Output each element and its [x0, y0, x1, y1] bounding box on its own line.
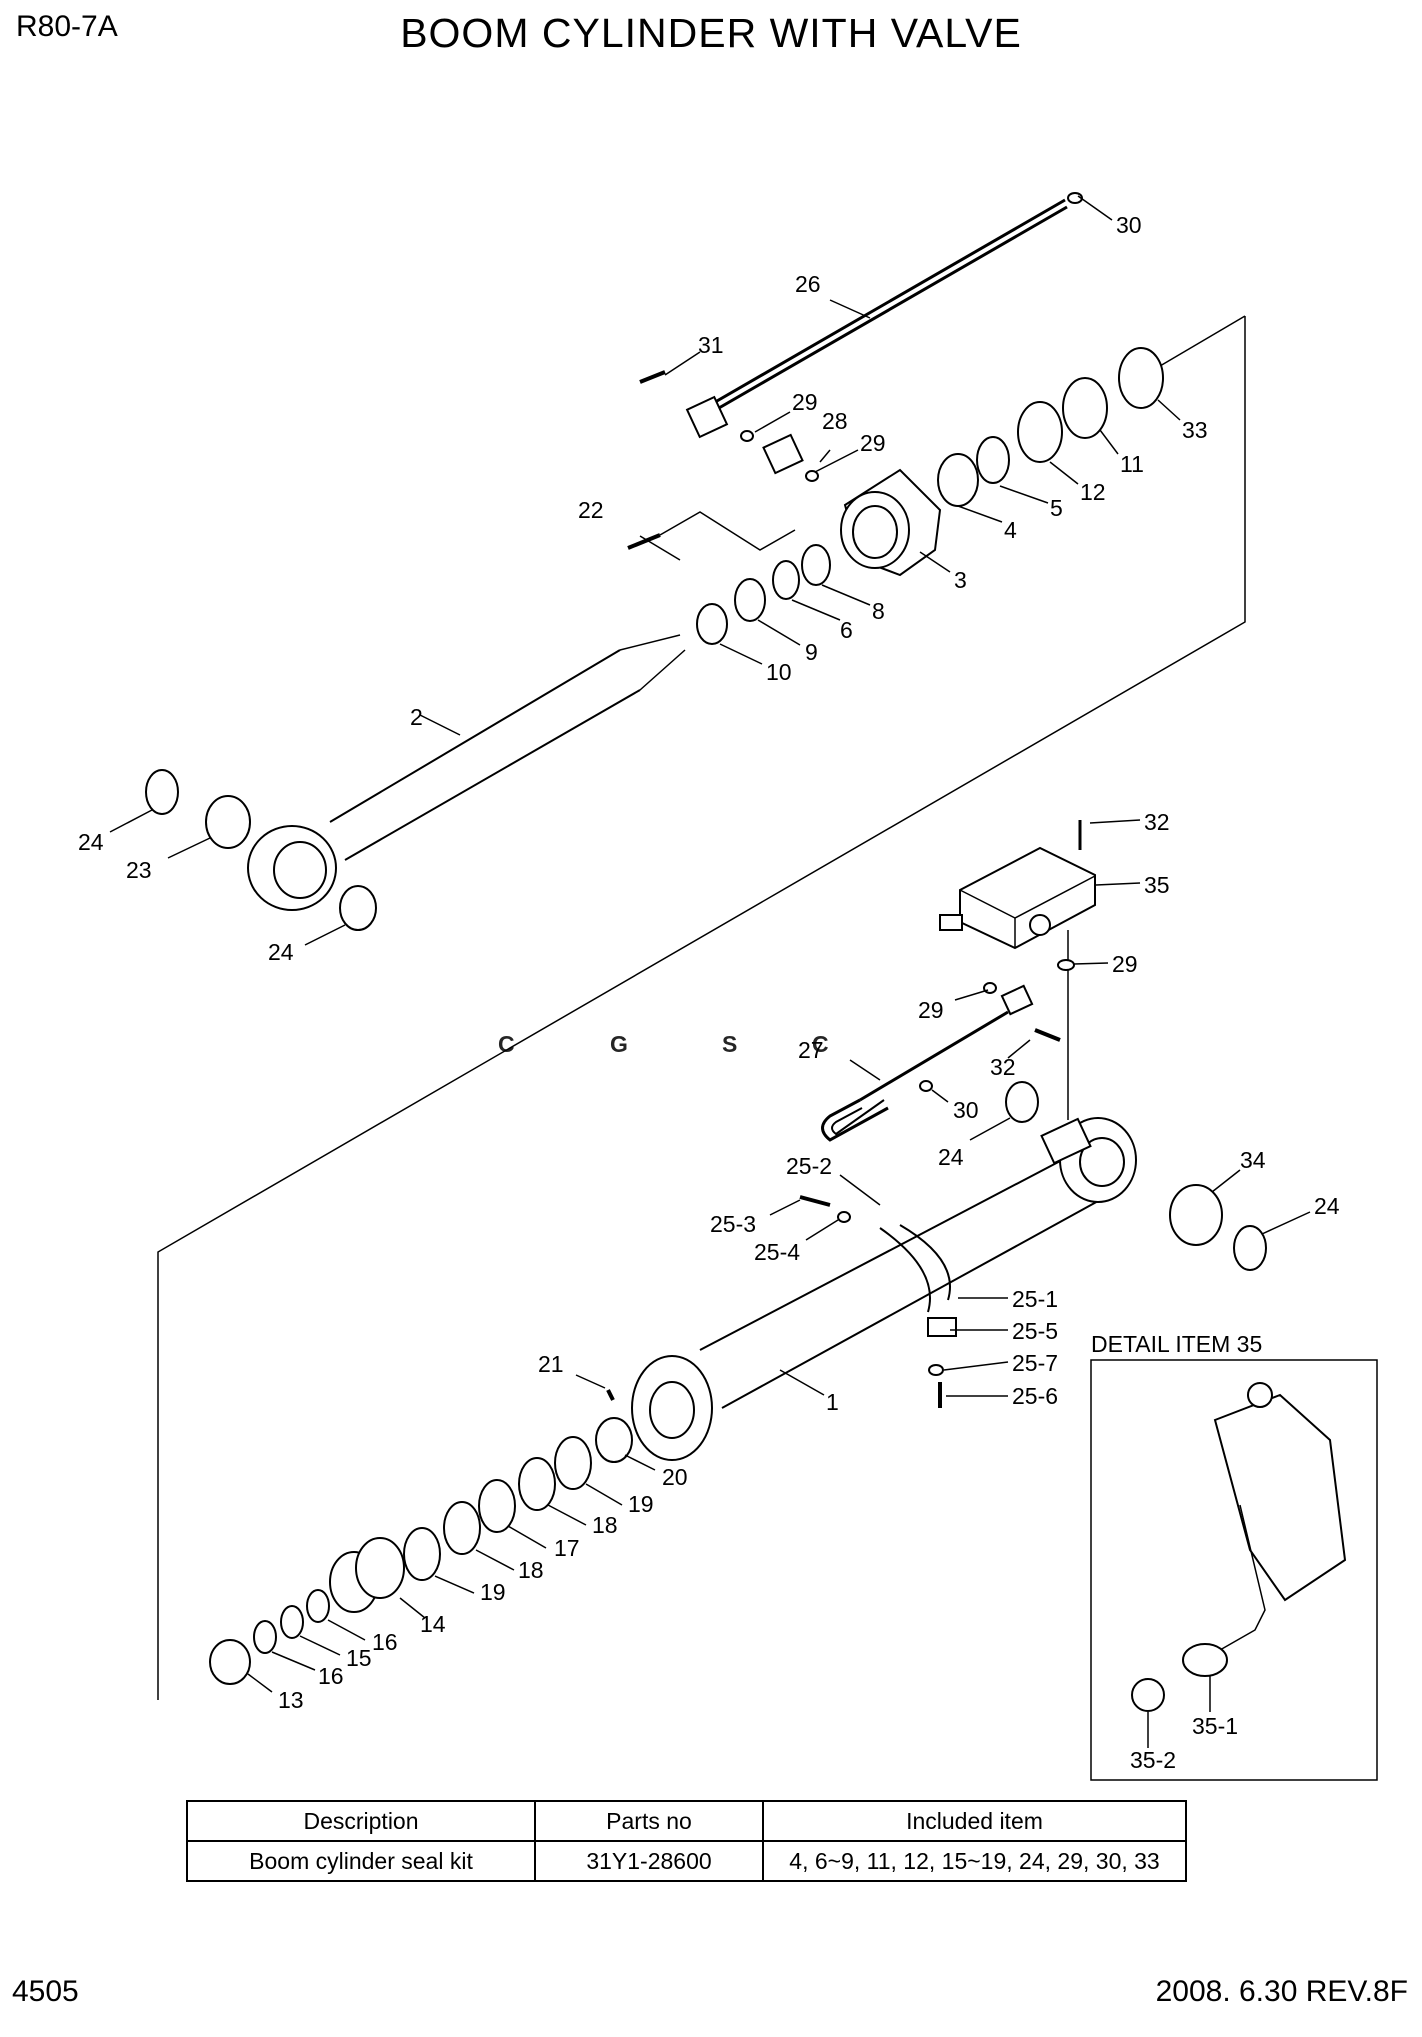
watermark-letter-3: S [722, 1031, 737, 1057]
callout-28: 28 [822, 408, 848, 434]
valve-block-part-35 [939, 820, 1096, 1120]
callout-5: 5 [1050, 495, 1063, 521]
callout-8: 8 [872, 598, 885, 624]
callout-24: 24 [938, 1144, 964, 1170]
callout-19: 19 [480, 1579, 506, 1605]
detail-title: DETAIL ITEM 35 [1091, 1331, 1262, 1357]
callout-19: 19 [628, 1491, 654, 1517]
small-fittings-upper [627, 370, 819, 551]
callout-16: 16 [372, 1629, 398, 1655]
callout-18: 18 [518, 1557, 544, 1583]
callout-33: 33 [1182, 417, 1208, 443]
callout-31: 31 [698, 332, 724, 358]
callout-10: 10 [766, 659, 792, 685]
cell-description: Boom cylinder seal kit [186, 1840, 536, 1882]
seal-kit-table: Description Parts no Included item Boom … [186, 1800, 1187, 1882]
callout-13: 13 [278, 1687, 304, 1713]
band-clamp-part-25 [799, 1195, 957, 1408]
callout-24: 24 [268, 939, 294, 965]
table-row: Boom cylinder seal kit 31Y1-28600 4, 6~9… [186, 1840, 1187, 1882]
table-header-row: Description Parts no Included item [186, 1800, 1187, 1842]
pipe-part-26 [709, 192, 1083, 414]
detail-item-35-box [1090, 1359, 1378, 1781]
callout-24: 24 [1314, 1193, 1340, 1219]
callout-25-7: 25-7 [1012, 1350, 1058, 1376]
callout-35-2: 35-2 [1130, 1747, 1176, 1773]
watermark-letter-4: C [812, 1031, 829, 1057]
callout-12: 12 [1080, 479, 1106, 505]
assembly-boundary [157, 316, 1246, 1700]
callout-26: 26 [795, 271, 821, 297]
cylinder-head-part-3 [840, 468, 942, 577]
callout-29: 29 [918, 997, 944, 1023]
callout-27: 27 [798, 1037, 824, 1063]
callout-21: 21 [538, 1351, 564, 1377]
callout-3: 3 [954, 567, 967, 593]
watermark: C G S C [498, 1031, 829, 1057]
callout-29: 29 [860, 430, 886, 456]
callout-11: 11 [1120, 451, 1144, 477]
callout-32: 32 [990, 1054, 1016, 1080]
callout-25-3: 25-3 [710, 1211, 756, 1237]
callout-25-4: 25-4 [754, 1239, 800, 1265]
cell-parts-no: 31Y1-28600 [534, 1840, 764, 1882]
column-header-parts-no: Parts no [534, 1800, 764, 1842]
cell-included-item: 4, 6~9, 11, 12, 15~19, 24, 29, 30, 33 [762, 1840, 1187, 1882]
callout-labels: 30 26 31 29 28 29 33 11 12 5 4 22 3 8 6 … [78, 212, 1340, 1773]
column-header-description: Description [186, 1800, 536, 1842]
callout-24: 24 [78, 829, 104, 855]
callout-20: 20 [662, 1464, 688, 1490]
callout-16: 16 [318, 1663, 344, 1689]
callout-30: 30 [1116, 212, 1142, 238]
callout-35: 35 [1144, 872, 1170, 898]
pipe-part-27 [821, 959, 1075, 1142]
callout-29: 29 [792, 389, 818, 415]
callout-25-1: 25-1 [1012, 1286, 1058, 1312]
callout-34: 34 [1240, 1147, 1266, 1173]
callout-14: 14 [420, 1611, 446, 1637]
callout-17: 17 [554, 1535, 580, 1561]
callout-22: 22 [578, 497, 604, 523]
callout-9: 9 [805, 639, 818, 665]
cylinder-tube-part-1 [631, 1081, 1267, 1461]
callout-23: 23 [126, 857, 152, 883]
callout-35-1: 35-1 [1192, 1713, 1238, 1739]
callout-15: 15 [346, 1645, 372, 1671]
callout-1: 1 [826, 1389, 839, 1415]
assembly-boundary-upper [1159, 315, 1246, 367]
watermark-letter-2: G [610, 1031, 628, 1057]
callout-32: 32 [1144, 809, 1170, 835]
column-header-included-item: Included item [762, 1800, 1187, 1842]
page-number: 4505 [12, 1975, 79, 2008]
lower-rings-and-piston [209, 1389, 633, 1685]
leader-lines [109, 195, 1311, 1748]
callout-29: 29 [1112, 951, 1138, 977]
piston-rod-part-2 [247, 634, 686, 911]
model-number: R80-7A [16, 10, 118, 43]
callout-2: 2 [410, 704, 423, 730]
page-title: BOOM CYLINDER WITH VALVE [400, 10, 1022, 56]
callout-30: 30 [953, 1097, 979, 1123]
bushing-part-23 [145, 769, 377, 931]
revision-date: 2008. 6.30 REV.8F [1155, 1975, 1408, 2008]
upper-rings [696, 347, 1164, 645]
callout-25-2: 25-2 [786, 1153, 832, 1179]
callout-25-6: 25-6 [1012, 1383, 1058, 1409]
callout-18: 18 [592, 1512, 618, 1538]
callout-6: 6 [840, 617, 853, 643]
callout-25-5: 25-5 [1012, 1318, 1058, 1344]
watermark-letter-1: C [498, 1031, 515, 1057]
callout-4: 4 [1004, 517, 1017, 543]
